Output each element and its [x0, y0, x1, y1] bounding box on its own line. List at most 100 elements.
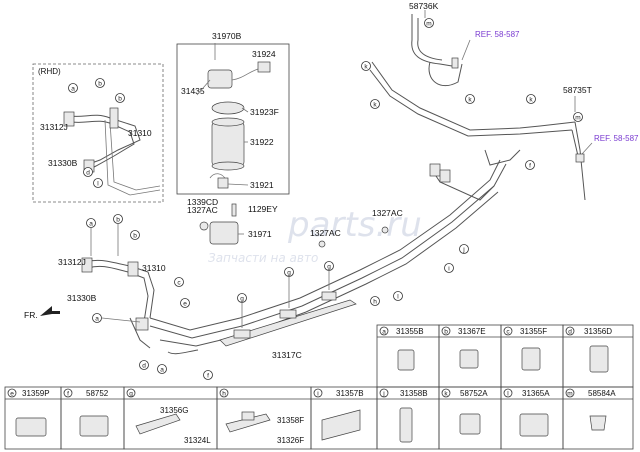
svg-text:h: h	[373, 299, 377, 306]
clip-1327AC-b	[318, 240, 326, 248]
svg-text:b: b	[444, 329, 448, 336]
svg-text:i: i	[448, 266, 449, 273]
svg-text:i: i	[317, 391, 318, 398]
svg-text:e: e	[10, 391, 14, 398]
filter-assembly-box	[176, 43, 290, 195]
svg-text:d: d	[568, 329, 572, 336]
svg-text:b: b	[118, 96, 122, 103]
label-31317C: 31317C	[272, 350, 302, 360]
svg-text:k: k	[529, 97, 533, 104]
svg-text:31357B: 31357B	[336, 389, 364, 398]
svg-text:31356G: 31356G	[160, 406, 188, 415]
svg-text:k: k	[444, 391, 448, 398]
svg-text:58752: 58752	[86, 389, 109, 398]
table-cell-h: h 31358F 31326F	[219, 388, 304, 445]
table-row-1: a 31355B b 31367E c 31355F d 31356D	[379, 326, 612, 373]
label-31970B: 31970B	[212, 31, 242, 41]
label-58735T: 58735T	[563, 85, 592, 95]
svg-text:l: l	[97, 181, 99, 188]
table-cell-d: d 31356D	[565, 326, 612, 373]
front-label: FR.	[24, 310, 38, 320]
table-cell-l: l 31365A	[503, 388, 550, 437]
svg-text:a: a	[382, 329, 386, 336]
bracket-31971	[199, 203, 244, 245]
svg-text:k: k	[373, 102, 377, 109]
label-1327AC-a: 1327AC	[187, 205, 218, 215]
rhd-pipe-assembly	[63, 107, 161, 196]
svg-text:g: g	[327, 264, 331, 271]
svg-text:31356D: 31356D	[584, 327, 612, 336]
table-cell-j: j 31358B	[379, 388, 428, 443]
svg-text:31355F: 31355F	[520, 327, 547, 336]
svg-text:m: m	[567, 391, 572, 398]
svg-text:f: f	[67, 391, 69, 398]
svg-text:a: a	[160, 367, 164, 374]
svg-text:58752A: 58752A	[460, 389, 488, 398]
svg-text:k: k	[364, 64, 368, 71]
table-cell-e: e 31359P	[7, 388, 50, 437]
svg-text:b: b	[98, 81, 102, 88]
label-1129EY: 1129EY	[248, 204, 278, 214]
rhd-box	[32, 63, 164, 203]
ref-58-587-top: REF. 58-587	[475, 30, 520, 39]
table-cell-c: c 31355F	[503, 326, 547, 371]
fuel-tank-rail-31317C	[219, 291, 357, 347]
label-31310-rhd: 31310	[128, 128, 152, 138]
svg-text:g: g	[287, 270, 291, 277]
table-row-2: e 31359P f 58752 g 31356G 31324L h 31358…	[7, 388, 616, 445]
svg-text:j: j	[462, 247, 464, 254]
svg-text:31359P: 31359P	[22, 389, 50, 398]
svg-text:31355B: 31355B	[396, 327, 424, 336]
svg-text:m: m	[575, 115, 580, 122]
label-31923F: 31923F	[250, 107, 279, 117]
fuel-filter-parts	[196, 43, 271, 189]
label-31435: 31435	[181, 86, 205, 96]
svg-text:31358B: 31358B	[400, 389, 428, 398]
table-cell-b: b 31367E	[441, 326, 486, 369]
svg-text:c: c	[506, 329, 510, 336]
label-31312J-rhd: 31312J	[40, 122, 68, 132]
watermark-subtitle: Запчасти на авто	[208, 251, 318, 265]
svg-text:l: l	[507, 391, 509, 398]
svg-text:31367E: 31367E	[458, 327, 486, 336]
svg-text:m: m	[426, 21, 431, 28]
label-31922: 31922	[250, 137, 274, 147]
label-31312J: 31312J	[58, 257, 86, 267]
label-31924: 31924	[252, 49, 276, 59]
rhd-label: (RHD)	[38, 67, 61, 76]
table-cell-i: i 31357B	[313, 388, 364, 441]
label-1327AC-c: 1327AC	[372, 208, 403, 218]
svg-text:h: h	[222, 391, 226, 398]
parts-table	[4, 324, 634, 450]
main-callouts: a b b c e a d a f g g g h l i j	[86, 214, 469, 380]
left-pipe-assembly	[81, 257, 155, 349]
svg-text:g: g	[240, 296, 244, 303]
svg-text:31365A: 31365A	[522, 389, 550, 398]
front-arrow-icon	[40, 306, 60, 316]
table-cell-g: g 31356G 31324L	[126, 388, 211, 445]
label-58736K: 58736K	[409, 1, 439, 11]
label-1327AC-b: 1327AC	[310, 228, 341, 238]
svg-text:f: f	[207, 373, 209, 380]
svg-text:a: a	[71, 86, 75, 93]
label-31330B-rhd: 31330B	[48, 158, 78, 168]
label-31971: 31971	[248, 229, 272, 239]
brake-lines-top	[369, 10, 593, 201]
svg-text:j: j	[382, 391, 384, 398]
svg-text:31358F: 31358F	[277, 416, 304, 425]
svg-text:c: c	[177, 280, 181, 287]
svg-text:k: k	[468, 97, 472, 104]
label-31330B: 31330B	[67, 293, 97, 303]
svg-text:b: b	[116, 217, 120, 224]
svg-text:a: a	[95, 316, 99, 323]
svg-text:f: f	[529, 163, 531, 170]
svg-text:d: d	[142, 363, 146, 370]
svg-text:31326F: 31326F	[277, 436, 304, 445]
svg-text:31324L: 31324L	[184, 436, 211, 445]
top-callouts: m k k k k m f	[361, 18, 583, 170]
table-cell-k: k 58752A	[441, 388, 488, 435]
table-cell-a: a 31355B	[379, 326, 424, 371]
rhd-callouts: a b b d l	[68, 78, 125, 188]
svg-text:58584A: 58584A	[588, 389, 616, 398]
